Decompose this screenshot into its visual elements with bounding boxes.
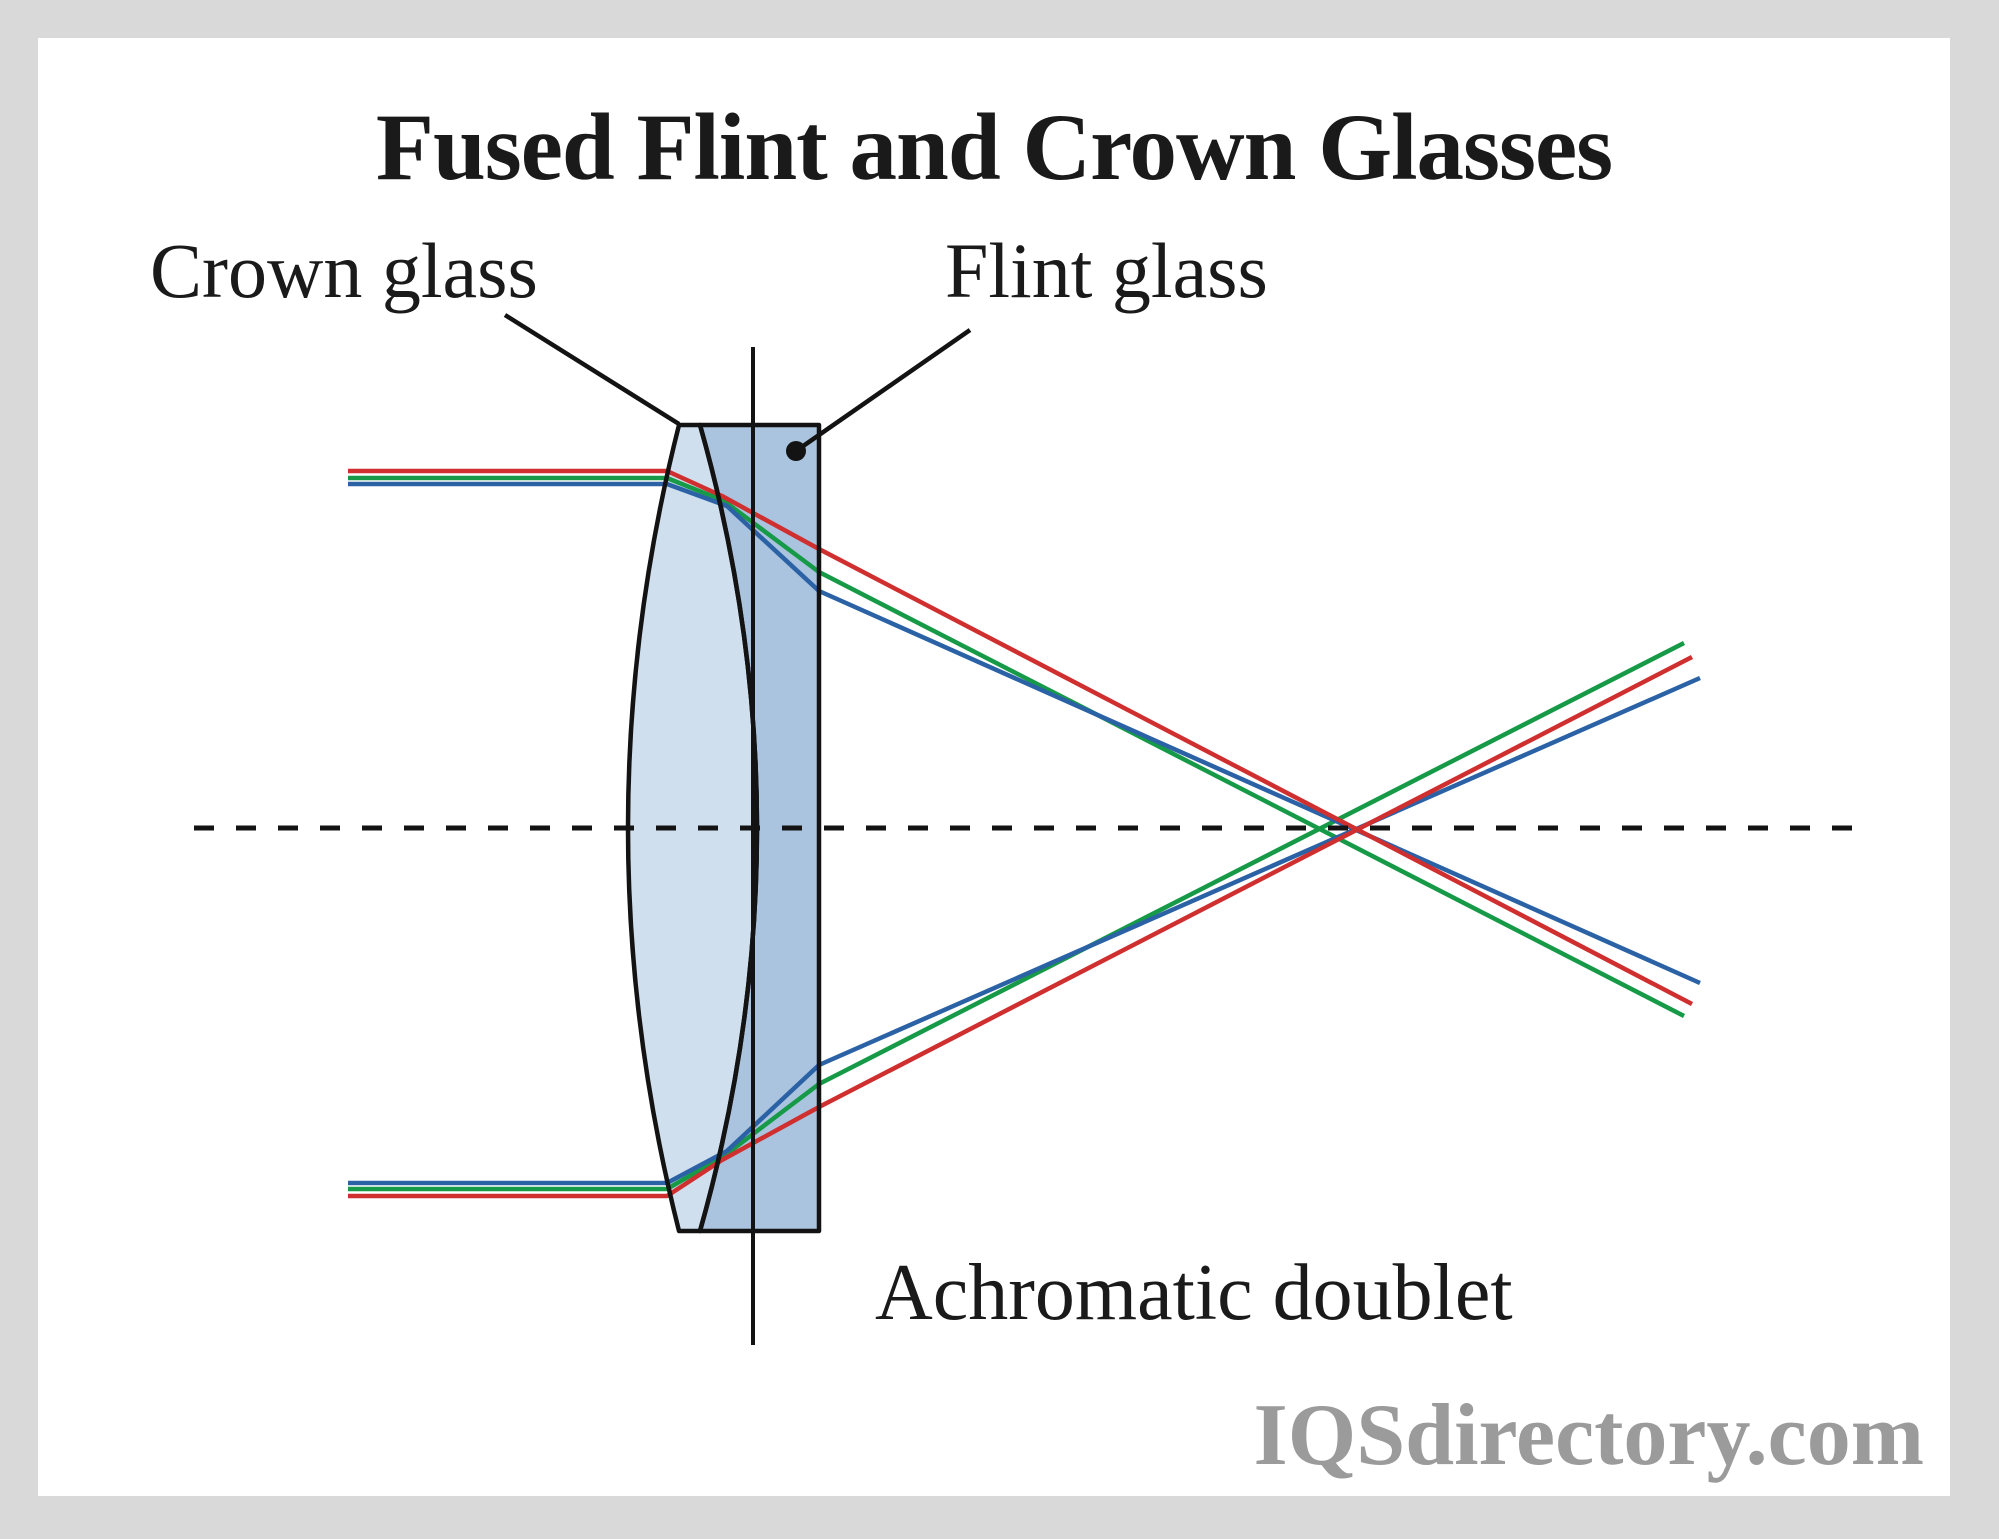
ray-green-bottom (348, 640, 1686, 1192)
diagram-panel (38, 38, 1950, 1496)
ray-blue-top (348, 481, 1701, 986)
ray-red-bottom (348, 655, 1694, 1199)
flint-lens-outline (697, 422, 822, 1234)
page-title: Fused Flint and Crown Glasses (375, 94, 1613, 200)
watermark-text: IQSdirectory.com (1253, 1387, 1924, 1484)
flint-glass-leader-line (794, 328, 972, 453)
achromatic-doublet-label: Achromatic doublet (875, 1249, 1513, 1337)
flint-glass-label: Flint glass (945, 227, 1268, 314)
crown-glass-leader-line (503, 313, 681, 426)
crown-glass-label: Crown glass (150, 227, 538, 314)
ray-blue-bottom (348, 675, 1701, 1186)
flint-pointer-dot (786, 441, 806, 461)
ray-red-top (348, 468, 1694, 1006)
crown-lens-fill (628, 425, 757, 1231)
